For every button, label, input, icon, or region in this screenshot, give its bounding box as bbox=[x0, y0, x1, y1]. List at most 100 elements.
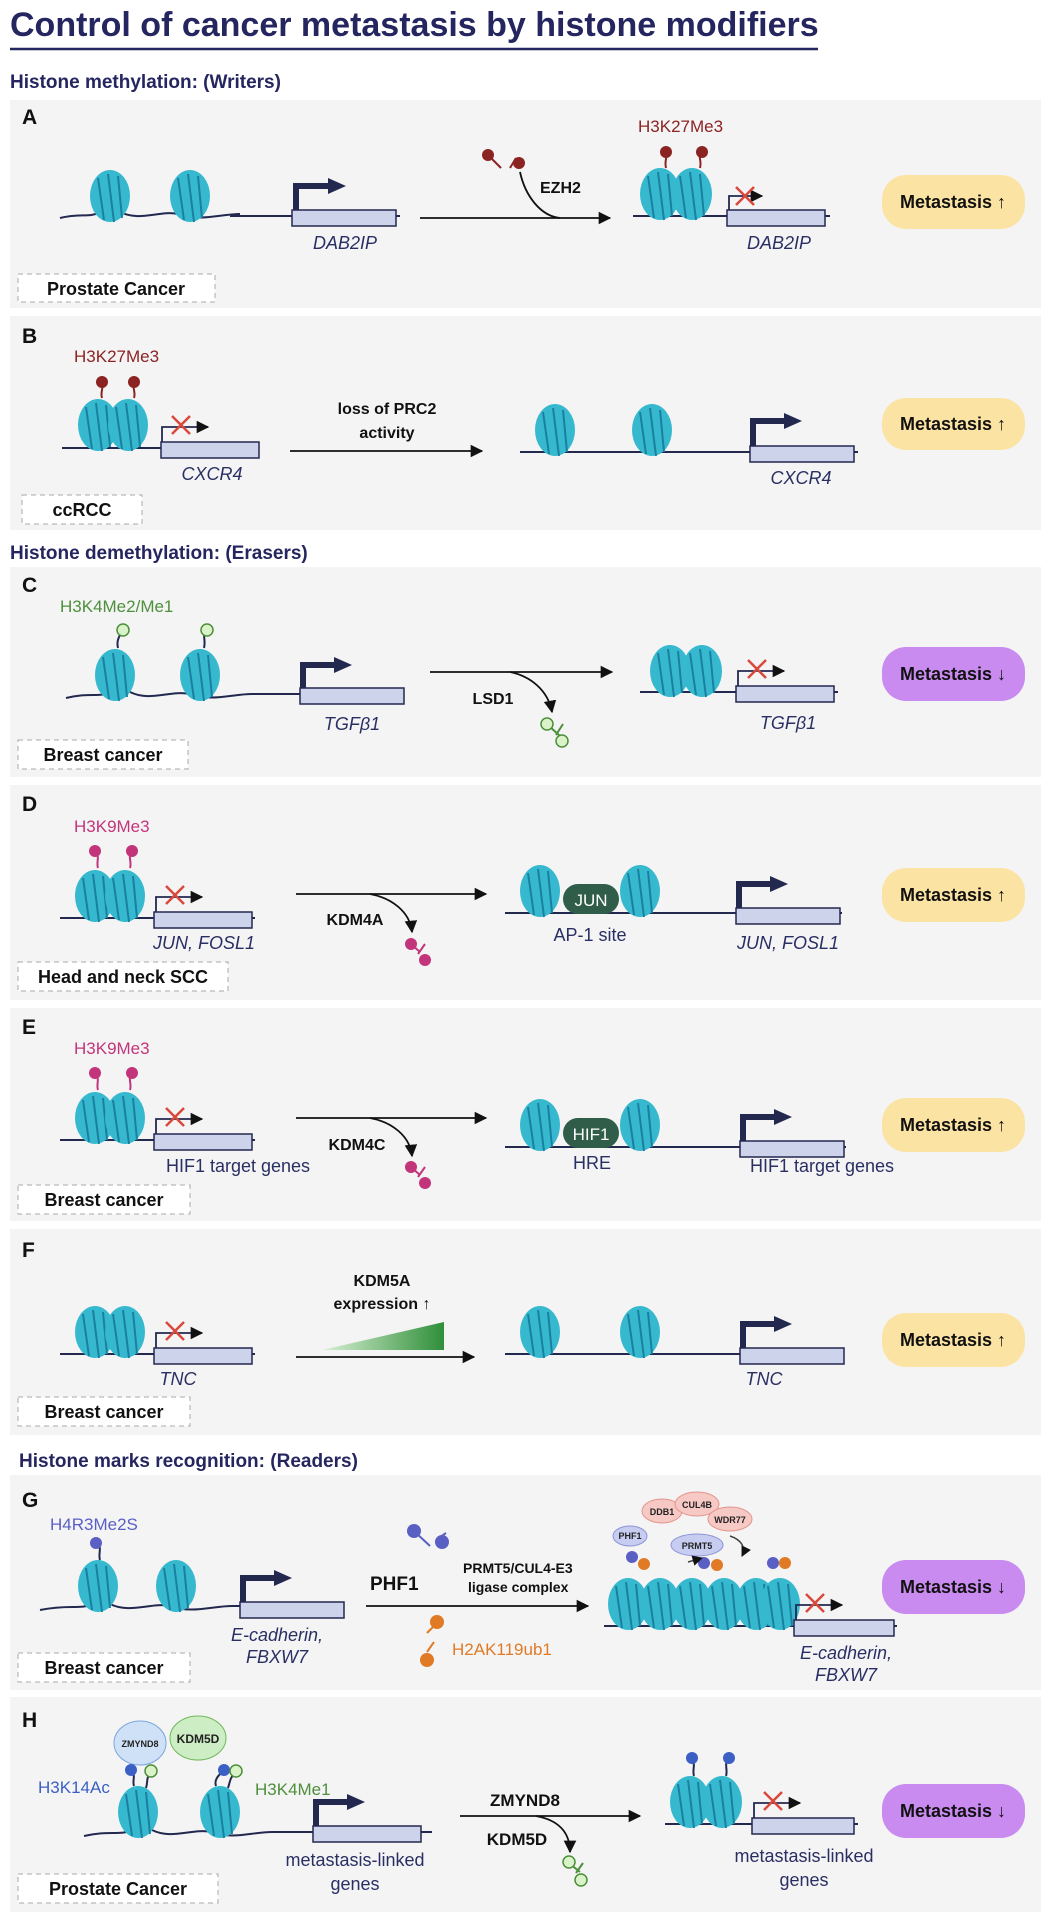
gene-label-right-line1: metastasis-linked bbox=[734, 1846, 873, 1866]
promoter-arrowhead bbox=[328, 178, 346, 194]
removed-methyl-icon bbox=[562, 1855, 588, 1887]
outcome-label: Metastasis ↑ bbox=[900, 1330, 1006, 1350]
nucleosome-icon bbox=[535, 404, 575, 457]
methyl-mark-icon bbox=[116, 623, 214, 649]
nucleosome-icon bbox=[75, 870, 115, 923]
ubiquitination-arrow bbox=[729, 1535, 751, 1557]
active-promoter-arrow bbox=[300, 662, 336, 688]
gene-label-left: TGFβ1 bbox=[324, 714, 380, 734]
gene-label-left-line2: genes bbox=[330, 1874, 379, 1894]
repressed-promoter-arrow bbox=[728, 189, 764, 210]
gene-label-left-line1: E-cadherin, bbox=[231, 1625, 323, 1645]
enzyme-label-line1: loss of PRC2 bbox=[338, 401, 437, 418]
repressed-x-icon bbox=[747, 659, 767, 679]
repressed-x-icon bbox=[165, 885, 185, 905]
nucleosome-icon bbox=[672, 1578, 712, 1631]
gene-box bbox=[153, 1347, 253, 1365]
binding-site-label: AP-1 site bbox=[553, 925, 626, 945]
removed-methyl-icon bbox=[407, 1524, 449, 1549]
nucleosome-icon bbox=[670, 1776, 710, 1829]
nucleosome-icon bbox=[75, 1092, 115, 1145]
nucleosome-icon bbox=[620, 865, 660, 918]
cancer-type-label: ccRCC bbox=[52, 500, 111, 520]
gene-box bbox=[749, 445, 855, 463]
gene-box bbox=[153, 1133, 253, 1151]
gene-label-right: TNC bbox=[746, 1369, 784, 1389]
nucleosome-icon bbox=[156, 1560, 196, 1613]
panel-letter-d: D bbox=[22, 793, 37, 816]
outcome-label: Metastasis ↑ bbox=[900, 885, 1006, 905]
figure-title: Control of cancer metastasis by histone … bbox=[10, 6, 819, 44]
expression-gradient bbox=[322, 1322, 444, 1350]
nucleosome-icon bbox=[105, 870, 145, 923]
enzyme-label: LSD1 bbox=[473, 691, 514, 708]
panel-g: H4R3Me2S E-cadherin, FBXW7 PHF1 PRMT5/CU… bbox=[17, 1491, 1025, 1685]
removed-methyl-icon bbox=[405, 938, 431, 966]
cancer-type-label: Breast cancer bbox=[44, 1402, 163, 1422]
repressed-promoter-arrow bbox=[753, 1796, 802, 1818]
nucleosome-icon bbox=[108, 399, 148, 452]
methyl-mark-icon bbox=[660, 146, 708, 169]
panel-letter-f: F bbox=[22, 1239, 35, 1262]
gene-label-right-line1: E-cadherin, bbox=[800, 1643, 892, 1663]
repressed-x-icon bbox=[805, 1593, 825, 1613]
gene-label-right: DAB2IP bbox=[747, 233, 811, 253]
panel-letter-a: A bbox=[22, 106, 37, 129]
removed-methyl-icon bbox=[405, 1161, 431, 1189]
gene-box bbox=[726, 209, 826, 227]
enzyme-label-line2: activity bbox=[359, 425, 414, 442]
histone-mark-label: H3K9Me3 bbox=[74, 1039, 150, 1058]
promoter-arrowhead bbox=[774, 1316, 792, 1332]
panel-d: H3K9Me3 JUN, FOSL1 KDM4A JUN AP-1 site J… bbox=[17, 817, 1025, 992]
promoter-arrowhead bbox=[274, 1570, 292, 1586]
outcome-label: Metastasis ↑ bbox=[900, 192, 1006, 212]
reader-b-label: KDM5D bbox=[177, 1732, 220, 1746]
repressed-promoter-arrow bbox=[737, 664, 786, 686]
cancer-type-label: Prostate Cancer bbox=[47, 279, 185, 299]
enzyme-curve bbox=[369, 1117, 418, 1158]
enzyme-curve bbox=[509, 671, 557, 714]
panel-h: ZMYND8 KDM5D H3K14Ac H3K4Me1 metastasis-… bbox=[17, 1715, 1025, 1904]
complex-label-line1: PRMT5/CUL4-E3 bbox=[463, 1560, 573, 1576]
gene-label-right: CXCR4 bbox=[770, 468, 831, 488]
promoter-arrowhead bbox=[774, 1109, 792, 1125]
nucleosome-icon bbox=[520, 1099, 560, 1152]
cancer-type-label: Head and neck SCC bbox=[38, 967, 208, 987]
transcription-factor-icon bbox=[563, 884, 619, 914]
methyl-mark-icon bbox=[89, 845, 138, 869]
nucleosome-icon bbox=[620, 1099, 660, 1152]
gene-label-left: TNC bbox=[160, 1369, 198, 1389]
active-promoter-arrow bbox=[293, 183, 330, 210]
gene-box bbox=[153, 911, 253, 929]
ubiquitin-mark-icon bbox=[420, 1615, 444, 1667]
active-promoter-arrow bbox=[736, 881, 772, 908]
cancer-type-label: Breast cancer bbox=[44, 1658, 163, 1678]
histone-mark-label-right: H3K4Me1 bbox=[255, 1780, 331, 1799]
repressed-x-icon bbox=[165, 1107, 185, 1127]
reader-complex-icon: ZMYND8 KDM5D bbox=[113, 1715, 227, 1766]
nucleosome-icon bbox=[640, 1578, 680, 1631]
removed-methyl-icon bbox=[540, 717, 569, 748]
enzyme-label: KDM4A bbox=[327, 912, 384, 929]
outcome-label: Metastasis ↑ bbox=[900, 414, 1006, 434]
histone-mark-label-2: H2AK119ub1 bbox=[452, 1640, 552, 1659]
histone-mark-label: H4R3Me2S bbox=[50, 1515, 138, 1534]
cancer-type-box bbox=[17, 739, 189, 770]
methyl-mark-icon bbox=[90, 1537, 102, 1561]
gene-label-left: CXCR4 bbox=[181, 464, 242, 484]
enzyme-label-line2: KDM5D bbox=[487, 1830, 547, 1849]
cancer-type-box bbox=[17, 1184, 191, 1215]
histone-mark-label: H3K27Me3 bbox=[74, 347, 159, 366]
panel-letter-c: C bbox=[22, 574, 37, 597]
gene-label-left-line2: FBXW7 bbox=[246, 1647, 309, 1667]
gene-label-right: HIF1 target genes bbox=[750, 1156, 894, 1176]
outcome-badge bbox=[882, 647, 1025, 701]
promoter-arrowhead bbox=[347, 1794, 365, 1810]
nucleosome-icon bbox=[200, 1786, 240, 1839]
active-promoter-arrow bbox=[740, 1321, 776, 1348]
enzyme-curve bbox=[535, 1815, 577, 1854]
promoter-arrowhead bbox=[334, 657, 352, 673]
cancer-type-box bbox=[17, 1396, 191, 1427]
nucleosome-icon bbox=[75, 1306, 115, 1359]
binding-site-label: HRE bbox=[573, 1153, 611, 1173]
